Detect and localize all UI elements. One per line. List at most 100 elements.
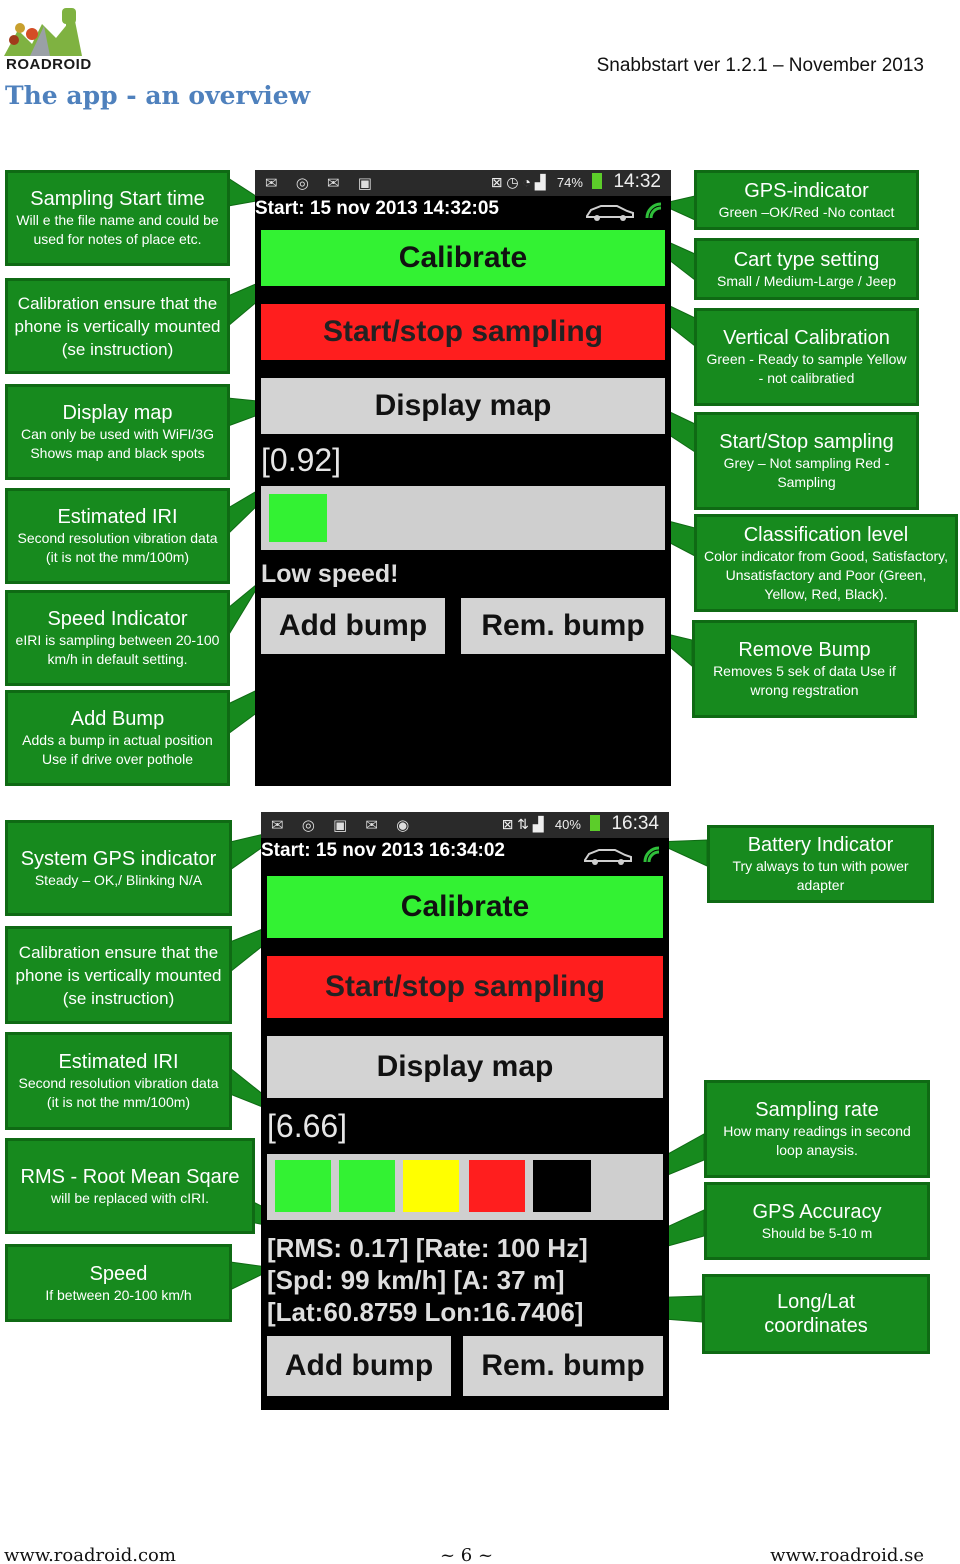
callout-speed-indicator: Speed Indicator eIRI is sampling between… [5, 590, 230, 686]
callout-desc: Green –OK/Red -No contact [718, 203, 895, 220]
lat-lon-line: [Lat:60.8759 Lon:16.7406] [267, 1297, 584, 1327]
callout-title: Add Bump [70, 708, 165, 730]
callout-gps-accuracy: GPS Accuracy Should be 5-10 m [704, 1182, 930, 1260]
callout-title: Remove Bump [738, 639, 871, 661]
callout-title: Sampling rate [755, 1099, 879, 1121]
callout-battery-indicator: Battery Indicator Try always to tun with… [707, 825, 934, 903]
callout-calibration-2: Calibration ensure that the phone is ver… [5, 926, 232, 1024]
callout-desc: will be replaced with cIRI. [51, 1189, 209, 1206]
clock: 14:32 [613, 171, 661, 192]
callout-cart-type: Cart type setting Small / Medium-Large /… [694, 238, 919, 300]
logo-text: ROADROID [6, 56, 92, 73]
callout-title: Start/Stop sampling [719, 431, 894, 453]
classification-square-good [275, 1160, 331, 1212]
callout-start-stop-sampling: Start/Stop sampling Grey – Not sampling … [694, 412, 919, 510]
callout-remove-bump: Remove Bump Removes 5 sek of data Use if… [692, 620, 917, 718]
document-version: Snabbstart ver 1.2.1 – November 2013 [596, 55, 924, 76]
classification-square-poor [533, 1160, 591, 1212]
car-icon[interactable] [581, 846, 635, 866]
status-bar: ✉ ◎ ✉ ▣ ⊠ ◷ ◔ ▟ 74% 14:32 [255, 170, 671, 196]
callout-desc: Try always to tun with power adapter [732, 858, 909, 893]
callout-desc: Steady – OK,/ Blinking N/A [34, 871, 203, 888]
footer-url-com: www.roadroid.com [4, 1545, 176, 1564]
callout-desc: Grey – Not sampling Red - Sampling [723, 455, 890, 490]
display-map-button[interactable]: Display map [267, 1036, 663, 1098]
phone-screenshot-1: ✉ ◎ ✉ ▣ ⊠ ◷ ◔ ▟ 74% 14:32 Start: 15 nov … [255, 170, 671, 786]
callout-estimated-iri-2: Estimated IRI Second resolution vibratio… [5, 1032, 232, 1130]
add-bump-button[interactable]: Add bump [261, 598, 445, 654]
start-time: Start: 15 nov 2013 14:32:05 [255, 198, 499, 219]
callout-title: GPS Accuracy [752, 1200, 882, 1223]
page-number: ~ 6 ~ [440, 1545, 494, 1564]
callout-system-gps: System GPS indicator Steady – OK,/ Blink… [5, 820, 232, 916]
callout-vertical-calibration: Vertical Calibration Green - Ready to sa… [694, 308, 919, 406]
signal-icons: ⊠ ◷ ◔ ▟ [490, 174, 546, 190]
callout-title: Battery Indicator [747, 834, 894, 856]
start-time: Start: 15 nov 2013 16:34:02 [261, 840, 505, 861]
signal-icons: ⊠ ⇅ ▟ [501, 816, 544, 832]
callout-title: System GPS indicator [20, 847, 217, 870]
callout-display-map: Display map Can only be used with WiFI/3… [5, 384, 230, 480]
callout-title: GPS-indicator [744, 179, 869, 202]
callout-estimated-iri: Estimated IRI Second resolution vibratio… [5, 488, 230, 584]
callout-desc: Second resolution vibration data (it is … [18, 1075, 219, 1110]
battery-icon [592, 173, 603, 189]
start-stop-sampling-button[interactable]: Start/stop sampling [261, 304, 665, 360]
classification-square-good-2 [339, 1160, 395, 1212]
battery-percent: 74% [556, 175, 583, 190]
callout-desc: If between 20-100 km/h [45, 1286, 192, 1303]
calibrate-button[interactable]: Calibrate [261, 230, 665, 286]
page-title: The app - an overview [5, 81, 311, 110]
speed-accuracy-line: [Spd: 99 km/h] [A: 37 m] [267, 1265, 565, 1295]
add-bump-button[interactable]: Add bump [267, 1336, 451, 1396]
phone-screenshot-2: ✉ ◎ ▣ ✉ ◉ ⊠ ⇅ ▟ 40% 16:34 Start: 15 nov … [261, 812, 669, 1410]
callout-desc: Small / Medium-Large / Jeep [717, 272, 896, 289]
callout-desc: Calibration ensure that the phone is ver… [15, 942, 222, 1008]
callout-desc: Can only be used with WiFI/3G Shows map … [21, 426, 214, 461]
callout-desc: Adds a bump in actual position Use if dr… [22, 732, 213, 767]
footer-url-se: www.roadroid.se [770, 1545, 924, 1564]
classification-square-green [269, 494, 327, 542]
callout-title: RMS - Root Mean Sqare [20, 1165, 240, 1188]
callout-long-lat: Long/Lat coordinates [702, 1274, 930, 1354]
display-map-button[interactable]: Display map [261, 378, 665, 434]
notification-icons: ✉ ◎ ▣ ✉ ◉ [271, 817, 417, 834]
classification-square-satisfactory [403, 1160, 459, 1212]
callout-speed: Speed If between 20-100 km/h [5, 1244, 232, 1322]
callout-rms: RMS - Root Mean Sqare will be replaced w… [5, 1138, 255, 1234]
callout-desc: Removes 5 sek of data Use if wrong regst… [713, 663, 896, 698]
callout-desc: Second resolution vibration data (it is … [17, 530, 218, 565]
estimated-iri-value: [6.66] [267, 1108, 348, 1144]
callout-title: Speed [89, 1262, 148, 1285]
callout-gps-indicator: GPS-indicator Green –OK/Red -No contact [694, 170, 919, 230]
classification-bar [267, 1154, 663, 1220]
start-stop-sampling-button[interactable]: Start/stop sampling [267, 956, 663, 1018]
notification-icons: ✉ ◎ ✉ ▣ [265, 175, 379, 192]
gps-indicator-icon [645, 202, 662, 219]
calibrate-button[interactable]: Calibrate [267, 876, 663, 938]
callout-desc: Will e the file name and could be used f… [16, 212, 219, 247]
classification-bar [261, 486, 665, 550]
callout-classification-level: Classification level Color indicator fro… [694, 514, 958, 612]
callout-desc: How many readings in second loop anaysis… [723, 1123, 911, 1158]
battery-percent: 40% [554, 817, 581, 832]
callout-title: Display map [62, 402, 173, 424]
callout-title: Speed Indicator [47, 608, 188, 630]
callout-add-bump: Add Bump Adds a bump in actual position … [5, 690, 230, 786]
battery-icon [590, 815, 601, 831]
car-icon[interactable] [583, 202, 637, 222]
clock: 16:34 [611, 813, 659, 834]
callout-title: Cart type setting [733, 248, 880, 271]
callout-desc: Green - Ready to sample Yellow - not cal… [706, 351, 907, 386]
classification-square-unsatisfactory [469, 1160, 525, 1212]
callout-sampling-start-time: Sampling Start time Will e the file name… [5, 170, 230, 266]
estimated-iri-value: [0.92] [261, 442, 342, 478]
callout-desc: Calibration ensure that the phone is ver… [14, 293, 221, 359]
remove-bump-button[interactable]: Rem. bump [461, 598, 665, 654]
remove-bump-button[interactable]: Rem. bump [463, 1336, 663, 1396]
status-bar: ✉ ◎ ▣ ✉ ◉ ⊠ ⇅ ▟ 40% 16:34 [261, 812, 669, 838]
callout-title: Classification level [743, 523, 909, 546]
callout-title: Sampling Start time [30, 188, 205, 210]
callout-desc: Color indicator from Good, Satisfactory,… [703, 547, 949, 602]
status-right: ⊠ ◷ ◔ ▟ 74% 14:32 [491, 171, 661, 193]
